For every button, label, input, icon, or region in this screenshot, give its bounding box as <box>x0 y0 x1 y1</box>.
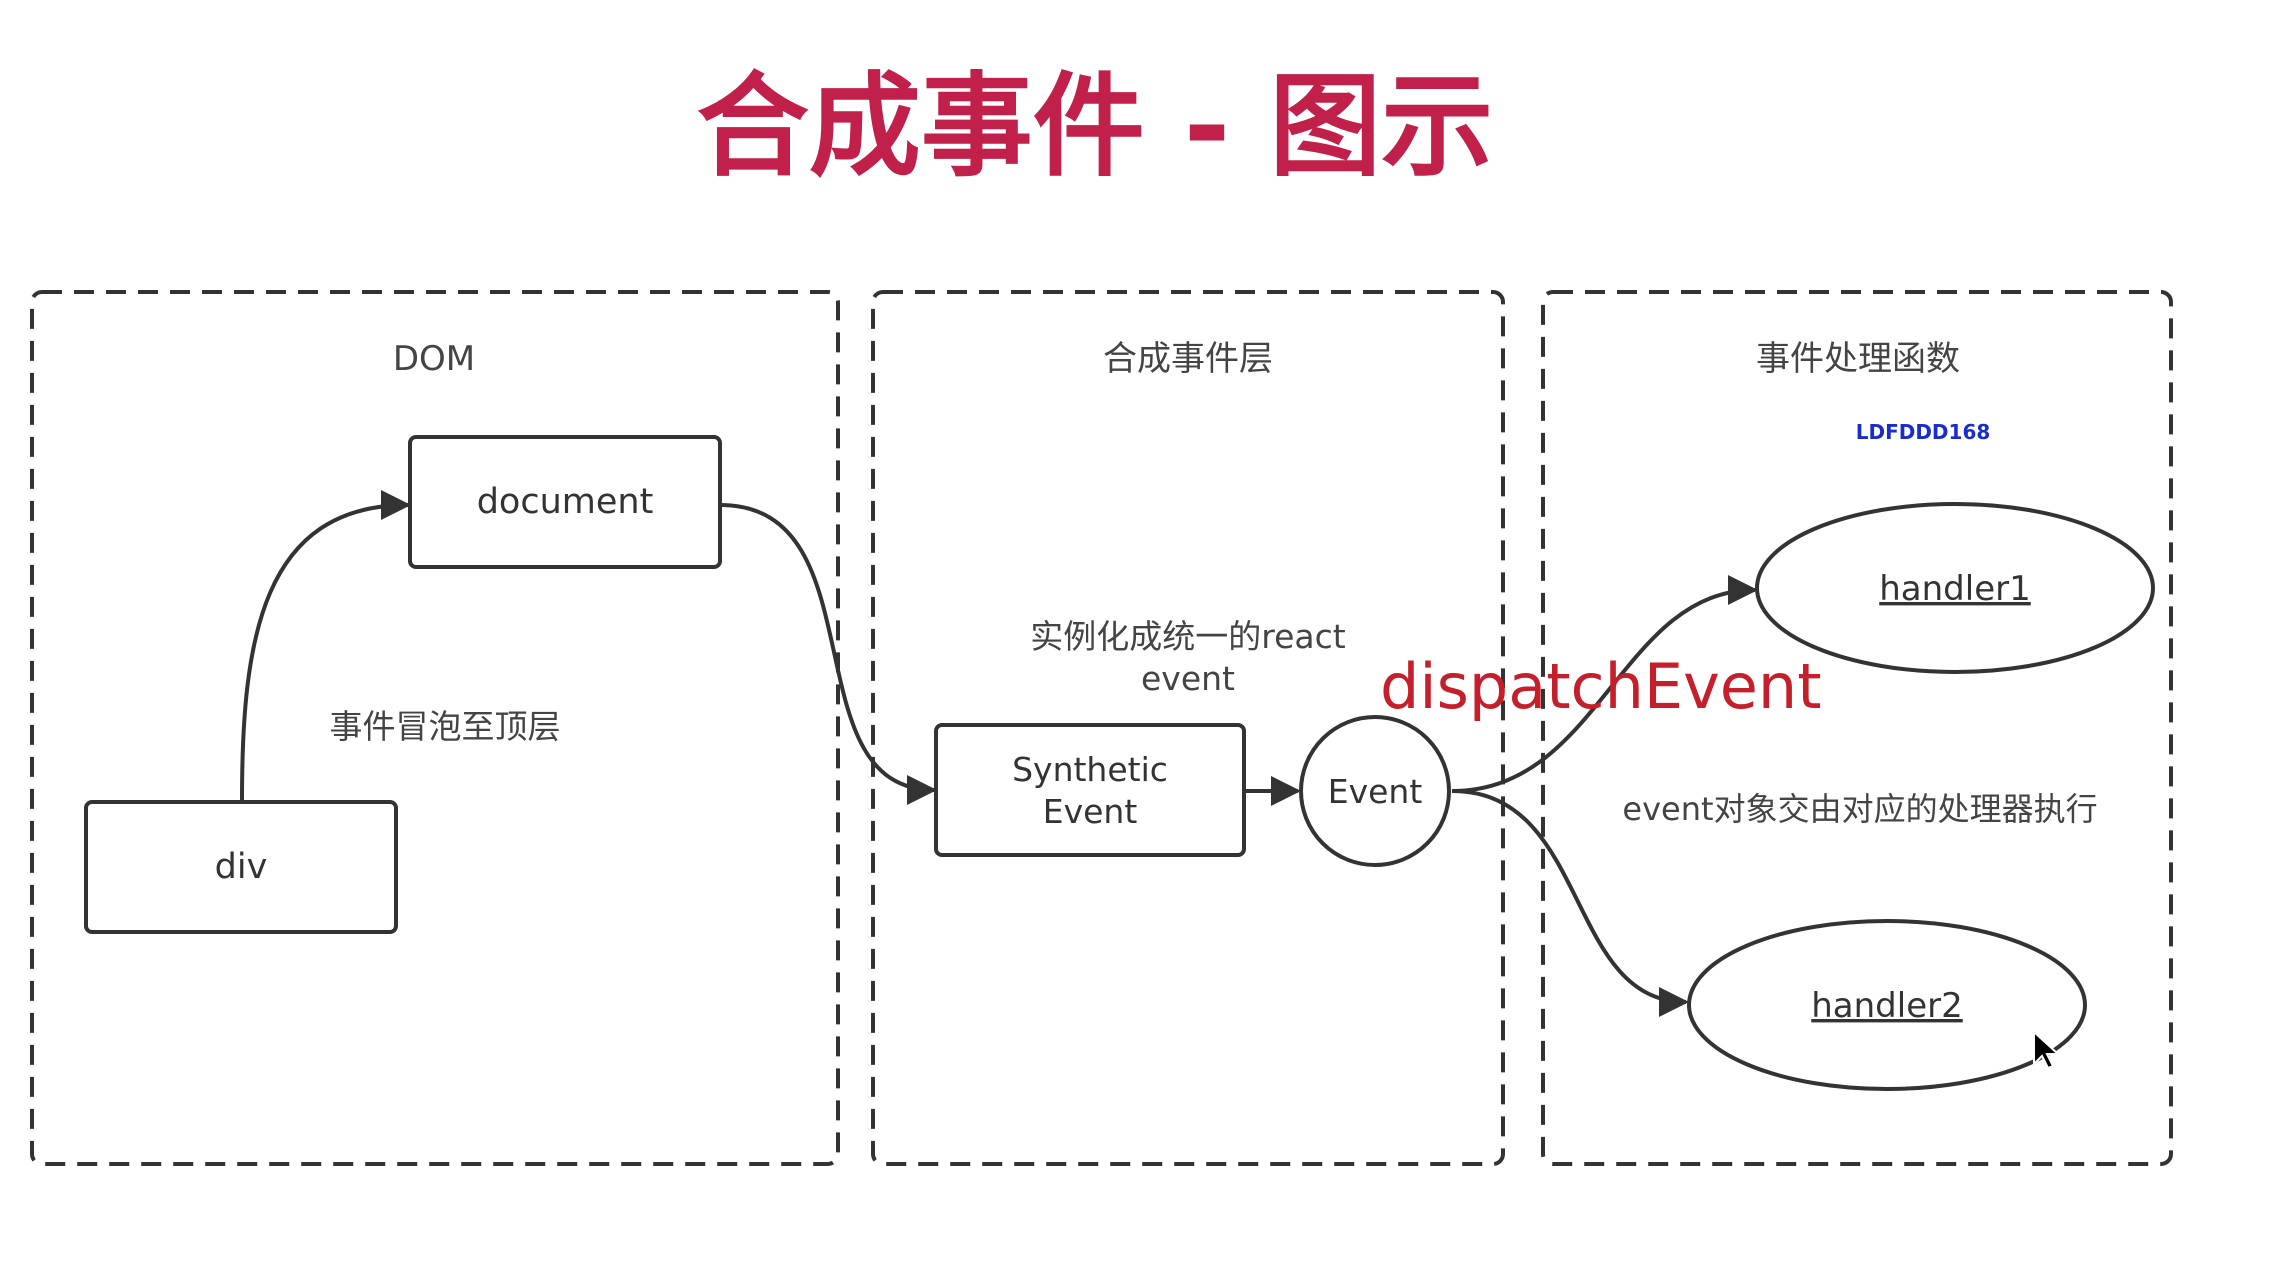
handler-panel <box>1541 290 2173 1166</box>
document-node-label: document <box>477 482 654 522</box>
bubble-arrow <box>240 490 411 801</box>
handler2-label: handler2 <box>1811 986 1963 1026</box>
handler2-node <box>1687 919 2087 1091</box>
synthetic-event-label-line1: Synthetic <box>1012 750 1168 789</box>
delegate-annotation: event对象交由对应的处理器执行 <box>1622 790 2097 828</box>
dispatch-handler1-arrow <box>1451 575 1758 793</box>
synthetic-event-label-line2: Event <box>1043 792 1138 831</box>
watermark: LDFDDD168 <box>1856 420 1991 444</box>
document-to-synthetic-arrow <box>719 503 937 805</box>
page-title: 合成事件 - 图示 <box>697 62 1493 192</box>
bubble-annotation: 事件冒泡至顶层 <box>330 707 561 746</box>
dom-panel-label: DOM <box>393 339 475 379</box>
handler1-node <box>1755 502 2155 674</box>
div-node <box>84 800 398 934</box>
event-node-label: Event <box>1328 772 1423 811</box>
handler-panel-label: 事件处理函数 <box>1756 339 1960 379</box>
instantiate-annotation-line1: 实例化成统一的react <box>1030 617 1346 656</box>
synthetic-layer-panel <box>871 290 1505 1166</box>
event-node <box>1299 715 1451 867</box>
mouse-cursor-icon <box>2033 1029 2061 1070</box>
dispatch-event-label: dispatchEvent <box>1380 650 1822 723</box>
instantiate-annotation-line2: event <box>1141 659 1235 698</box>
synthetic-event-node <box>934 723 1246 857</box>
handler1-label: handler1 <box>1879 569 2031 609</box>
synthetic-layer-label: 合成事件层 <box>1103 339 1273 379</box>
dom-panel <box>30 290 840 1166</box>
document-node <box>408 435 722 569</box>
div-node-label: div <box>215 847 268 887</box>
dispatch-handler2-arrow <box>1451 789 1689 1017</box>
